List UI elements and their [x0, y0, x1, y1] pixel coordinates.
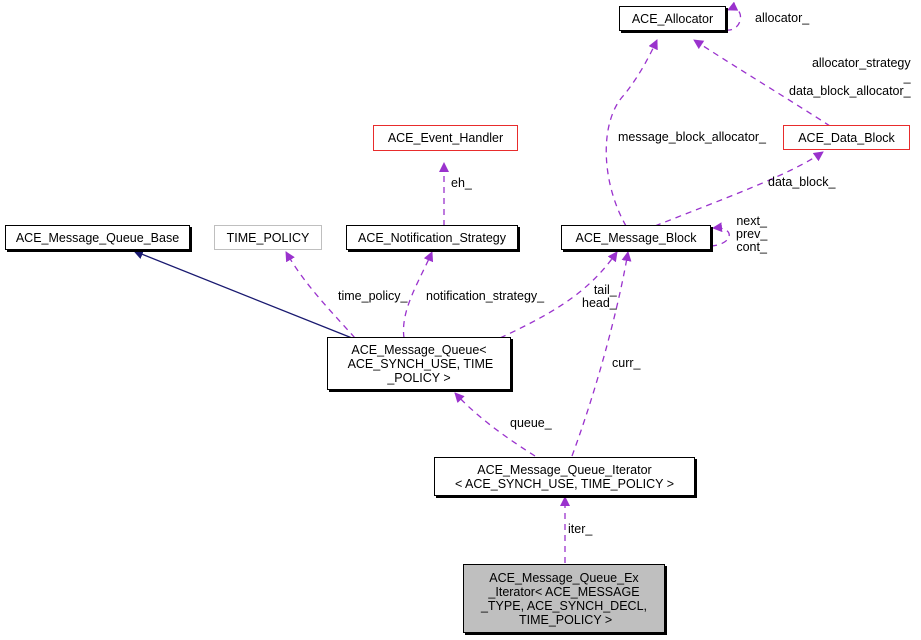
- node-ace-message-queue-ex-iterator[interactable]: ACE_Message_Queue_Ex _Iterator< ACE_MESS…: [463, 564, 665, 633]
- edge-queue-inherits-base: [133, 249, 353, 339]
- node-ace-event-handler[interactable]: ACE_Event_Handler: [373, 125, 518, 151]
- node-time-policy[interactable]: TIME_POLICY: [214, 225, 322, 250]
- node-ace-message-block[interactable]: ACE_Message_Block: [561, 225, 711, 250]
- label-allocator-strategy: allocator_strategy _ data_block_allocato…: [789, 56, 911, 98]
- label-eh: eh_: [451, 176, 472, 190]
- edge-allocator-self: [725, 1, 742, 31]
- label-iter: iter_: [568, 522, 593, 536]
- edge-datablock-allocator: [693, 39, 831, 127]
- edge-messageblock-allocator: [605, 39, 658, 227]
- label-queue: queue_: [510, 416, 552, 430]
- node-ace-allocator[interactable]: ACE_Allocator: [619, 6, 726, 31]
- label-allocator: allocator_: [755, 11, 810, 25]
- label-curr: curr_: [612, 356, 641, 370]
- node-ace-notification-strategy[interactable]: ACE_Notification_Strategy: [346, 225, 518, 250]
- label-message-block-allocator: message_block_allocator_: [618, 130, 767, 144]
- label-notification-strategy: notification_strategy_: [426, 289, 545, 303]
- label-time-policy: time_policy_: [338, 289, 408, 303]
- edge-messageblock-self: [710, 222, 730, 247]
- node-ace-message-queue[interactable]: ACE_Message_Queue< ACE_SYNCH_USE, TIME _…: [327, 337, 511, 390]
- edge-queue-notification: [402, 251, 434, 339]
- node-ace-message-queue-iterator[interactable]: ACE_Message_Queue_Iterator < ACE_SYNCH_U…: [434, 457, 695, 496]
- node-ace-data-block[interactable]: ACE_Data_Block: [783, 125, 910, 150]
- edge-iterator-queue: [454, 392, 536, 457]
- label-tail-head: tail_ head_: [582, 283, 617, 310]
- edge-iterator-messageblock: [571, 251, 632, 457]
- label-data-block: data_block_: [768, 175, 836, 189]
- label-next-prev-cont: next_ prev_ cont_: [736, 214, 768, 254]
- edge-queue-timepolicy: [285, 251, 356, 339]
- edge-queue-messageblock: [499, 251, 618, 339]
- node-ace-message-queue-base[interactable]: ACE_Message_Queue_Base: [5, 225, 190, 250]
- edge-messageblock-datablock: [654, 151, 824, 227]
